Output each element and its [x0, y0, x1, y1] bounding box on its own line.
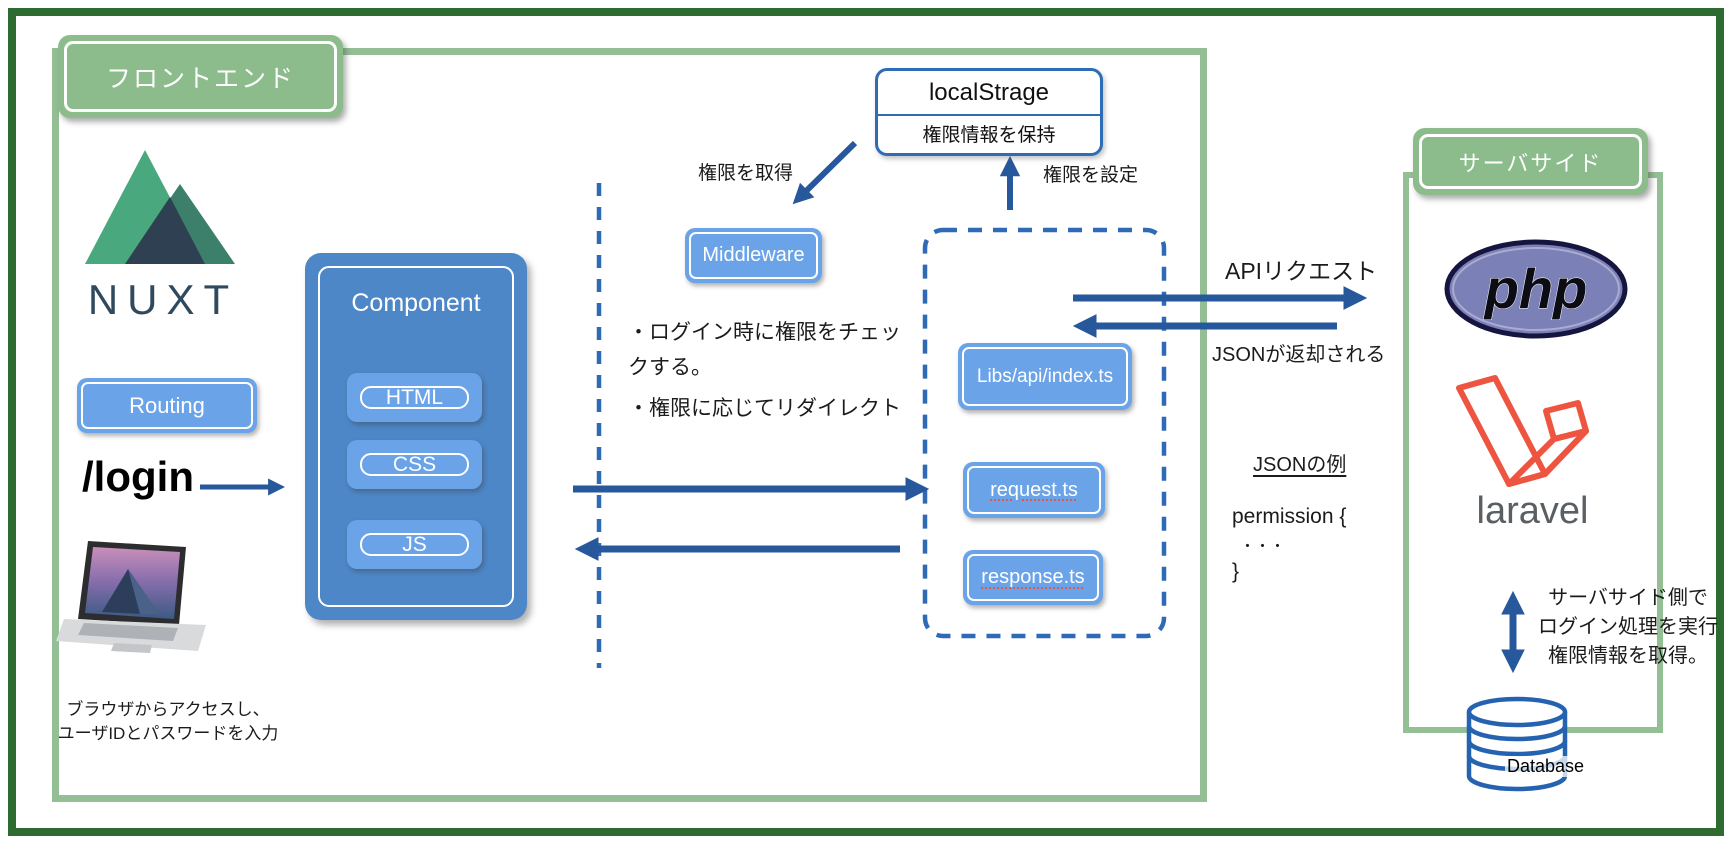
frontend-container: [52, 48, 1207, 802]
laptop-keyboard: [78, 623, 178, 641]
php-logo: php: [1444, 239, 1628, 339]
server-label: サーバサイド: [1413, 128, 1648, 195]
outer-frame: [8, 8, 1724, 836]
server-label-ring: [1419, 134, 1642, 189]
laptop-wallpaper-mountain-face: [128, 569, 160, 615]
routing-box: Routing: [77, 378, 257, 433]
component-box-ring: [318, 266, 514, 607]
api-request-label: APIリクエスト: [1225, 258, 1378, 284]
json-example-line1: permission {: [1232, 505, 1347, 528]
json-example-title: JSONの例: [1253, 454, 1347, 476]
laptop-image: [56, 541, 206, 653]
html-box: HTML: [347, 373, 482, 422]
server-note-line2: ログイン処理を実行: [1538, 616, 1718, 638]
frontend-label-text: フロントエンド: [105, 64, 295, 93]
localstorage-title: localStrage: [878, 71, 1100, 116]
request-box: request.ts: [963, 462, 1105, 518]
laravel-logo-chevron: [1506, 428, 1589, 487]
browser-note: ブラウザからアクセスし、 ユーザIDとパスワードを入力: [42, 698, 294, 746]
response-label: response.ts: [981, 566, 1085, 588]
request-label: request.ts: [990, 478, 1078, 501]
libs-api-box: Libs/api/index.ts: [958, 343, 1132, 410]
database-rib2: [1466, 740, 1568, 757]
frontend-label: フロントエンド: [58, 35, 343, 118]
laravel-logo-slant: [1456, 375, 1548, 487]
database-icon: [1466, 696, 1568, 792]
set-permission-label: 権限を設定: [1043, 165, 1139, 186]
php-logo-rim: [1452, 247, 1620, 331]
component-title: Component: [351, 289, 481, 317]
php-logo-ellipse: [1444, 239, 1628, 339]
frontend-label-ring: [64, 41, 337, 112]
libs-api-box-ring: [962, 347, 1128, 406]
js-label: JS: [402, 532, 427, 556]
request-box-ring: [967, 466, 1101, 514]
middleware-label: Middleware: [702, 244, 805, 266]
middleware-note-line2: クする。: [628, 356, 712, 379]
browser-note-line2: ユーザIDとパスワードを入力: [57, 724, 279, 743]
html-label: HTML: [385, 385, 444, 409]
html-box-ring: [360, 386, 469, 409]
database-top: [1466, 696, 1568, 728]
laravel-logo: [1456, 375, 1589, 487]
middleware-box-ring: [689, 232, 818, 279]
routing-label: Routing: [129, 392, 205, 418]
browser-note-line1: ブラウザからアクセスし、: [66, 700, 270, 719]
php-wordmark: php: [1483, 257, 1588, 320]
middleware-box: Middleware: [685, 228, 822, 283]
laptop-trackpad: [111, 643, 152, 653]
database-rib1: [1466, 725, 1568, 742]
database-label: Database: [1505, 756, 1587, 777]
css-box-ring: [360, 453, 469, 476]
middleware-note-line1: ・ログイン時に権限をチェッ: [628, 321, 901, 344]
nuxt-wordmark: NUXT: [88, 276, 238, 322]
laravel-wordmark: laravel: [1476, 490, 1589, 532]
routing-box-ring: [81, 382, 253, 429]
json-example-code: permission { ・・・ }: [1232, 505, 1346, 584]
component-box: Component HTML CSS JS: [305, 253, 527, 620]
json-return-label: JSONが返却される: [1212, 344, 1386, 366]
server-note-line3: 権限情報を取得。: [1548, 645, 1708, 667]
server-label-text: サーバサイド: [1458, 150, 1603, 176]
server-process-note: サーバサイド側で ログイン処理を実行 権限情報を取得。: [1528, 584, 1728, 671]
css-box: CSS: [347, 440, 482, 489]
nuxt-logo-overlap-triangle: [125, 197, 205, 264]
server-note-line1: サーバサイド側で: [1548, 587, 1708, 609]
nuxt-logo: NUXT: [85, 150, 238, 322]
libs-api-label: Libs/api/index.ts: [976, 365, 1114, 387]
middleware-note-line3: ・権限に応じてリダイレクト: [628, 397, 901, 420]
response-box: response.ts: [963, 550, 1103, 605]
login-path: /login: [82, 453, 194, 500]
js-box-ring: [360, 533, 469, 556]
localstorage-box: localStrage 権限情報を保持: [875, 68, 1103, 156]
css-label: CSS: [392, 452, 437, 476]
js-box: JS: [347, 520, 482, 569]
json-example-line3: }: [1232, 560, 1240, 583]
response-box-ring: [967, 554, 1099, 601]
localstorage-subtitle: 権限情報を保持: [922, 124, 1056, 146]
json-example-line2: ・・・: [1240, 538, 1286, 555]
get-permission-label: 権限を取得: [698, 163, 794, 184]
